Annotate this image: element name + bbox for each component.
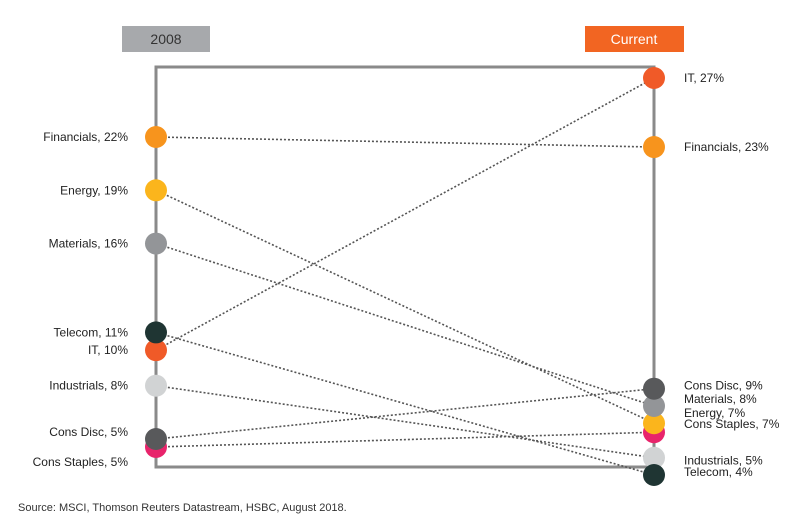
slope-line-cons-disc	[155, 387, 655, 440]
left-dot-cons-disc	[145, 428, 167, 450]
left-label-materials: Materials, 16%	[49, 237, 129, 251]
left-label-telecom: Telecom, 11%	[54, 325, 129, 339]
left-label-cons-disc: Cons Disc, 5%	[49, 425, 128, 439]
right-dot-materials	[643, 394, 665, 417]
right-label-industrials: Industrials, 5%	[684, 454, 763, 468]
right-dot-cons-disc	[643, 377, 665, 400]
slope-lines	[155, 77, 655, 476]
right-label-materials: Materials, 8%	[684, 392, 757, 406]
left-dot-telecom	[145, 321, 167, 344]
right-label-financials: Financials, 23%	[684, 140, 769, 154]
right-header-box	[585, 26, 684, 52]
left-header-box	[122, 26, 210, 52]
slope-line-it	[155, 77, 655, 351]
right-dot-industrials	[643, 446, 665, 469]
slope-labels: IT, 10% Financials, 22% Energy, 19% Materia…	[33, 71, 780, 479]
left-label-energy: Energy, 19%	[60, 183, 128, 197]
left-label-it: IT, 10%	[88, 343, 128, 357]
slope-line-telecom	[155, 331, 655, 476]
left-dot-materials	[145, 232, 167, 255]
slope-line-energy	[155, 189, 655, 424]
right-label-cons-staples: Cons Staples, 7%	[684, 417, 780, 431]
slope-chart: 2008 Current IT, 10% Financials, 22% Energ…	[33, 26, 780, 486]
slope-line-financials	[155, 136, 655, 148]
right-label-it: IT, 27%	[684, 71, 724, 85]
right-dot-telecom	[643, 464, 665, 486]
chart-frame	[154, 65, 656, 469]
right-dot-financials	[643, 136, 665, 159]
left-dot-it	[145, 339, 167, 362]
left-dot-industrials	[145, 374, 167, 397]
right-label-cons-disc: Cons Disc, 9%	[684, 379, 763, 393]
right-dot-energy	[643, 412, 665, 435]
right-label-energy: Energy, 7%	[684, 406, 745, 420]
left-dot-energy	[145, 179, 167, 202]
slope-line-materials	[155, 242, 655, 407]
left-label-cons-staples: Cons Staples, 5%	[33, 455, 129, 469]
left-label-industrials: Industrials, 8%	[49, 379, 128, 393]
left-dot-financials	[145, 126, 167, 148]
slope-line-cons-staples	[155, 431, 655, 448]
right-header-label: Current	[611, 31, 658, 47]
source-note: Source: MSCI, Thomson Reuters Datastream…	[18, 502, 347, 514]
right-dot-it	[643, 67, 665, 89]
right-label-telecom: Telecom, 4%	[684, 465, 753, 479]
slope-dots	[145, 67, 665, 486]
left-header-label: 2008	[150, 31, 181, 47]
left-label-financials: Financials, 22%	[43, 130, 128, 144]
